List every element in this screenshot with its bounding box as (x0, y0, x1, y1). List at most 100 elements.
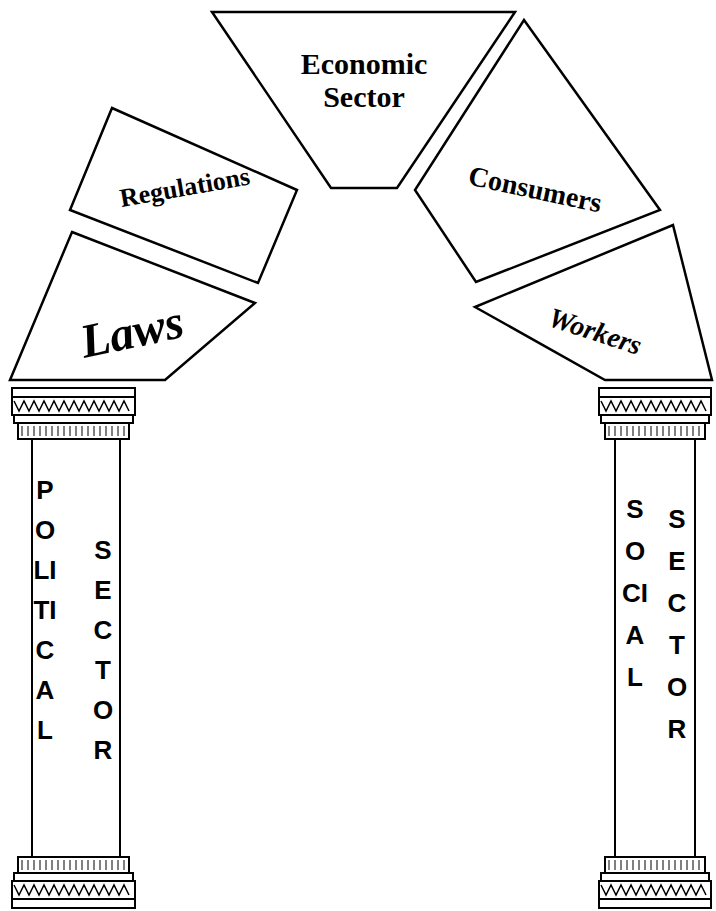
pillar-ornament (34, 860, 35, 870)
pillar-ornament (46, 426, 47, 436)
pillar-band (599, 397, 711, 415)
pillar-band (12, 397, 135, 415)
pillar: SOCIAL SECTOR (597, 388, 713, 908)
pillar-ornament (621, 860, 622, 870)
pillar-ornament (14, 885, 129, 895)
pillar-ornament (675, 860, 676, 870)
pillar-band (601, 415, 709, 423)
pillar-band (12, 388, 135, 397)
pillar-ornament (94, 860, 95, 870)
pillar-ornament (118, 860, 119, 870)
pillar-ornament (88, 860, 89, 870)
pillar-ornament (82, 860, 83, 870)
pillar-drawing (10, 388, 137, 908)
pillar-ornament (669, 426, 670, 436)
pillar-ornament (651, 860, 652, 870)
pillar-ornament (76, 426, 77, 436)
pillar-ornament (106, 426, 107, 436)
pillar-band (12, 899, 135, 908)
stone-outline (10, 232, 255, 380)
arch-block: Workers (475, 225, 712, 380)
pillar-ornament (639, 860, 640, 870)
pillar-ornament (621, 426, 622, 436)
pillar-label: SOCIAL (622, 488, 648, 698)
pillar-ornament (675, 426, 676, 436)
pillar-ornament (64, 860, 65, 870)
pillar-ornament (14, 401, 129, 411)
pillar-ornament (693, 860, 694, 870)
pillar-ornament (669, 860, 670, 870)
pillar-ornament (615, 426, 616, 436)
pillar-band (14, 873, 133, 881)
pillar-label: SECTOR (664, 498, 690, 750)
pillar-ornament (663, 426, 664, 436)
pillar-band (601, 873, 709, 881)
pillar: POLITICAL SECTOR (10, 388, 137, 908)
pillar-ornament (663, 860, 664, 870)
pillar-ornament (118, 426, 119, 436)
pillar-ornament (633, 860, 634, 870)
arch-block: Laws (10, 232, 255, 380)
pillar-ornament (657, 860, 658, 870)
pillar-ornament (70, 860, 71, 870)
pillar-ornament (627, 426, 628, 436)
pillar-ornament (639, 426, 640, 436)
pillar-ornament (40, 426, 41, 436)
pillar-ornament (601, 401, 706, 411)
pillar-band (14, 415, 133, 423)
stone-outline (475, 225, 712, 380)
arch-stone (415, 20, 660, 282)
pillar-band (599, 881, 711, 899)
stone-outline (415, 20, 660, 282)
pillar-band (599, 388, 711, 397)
pillar-band (12, 881, 135, 899)
pillar-ornament (100, 860, 101, 870)
pillar-ornament (615, 860, 616, 870)
pillar-drawing (597, 388, 713, 908)
pillar-shaft (615, 439, 695, 857)
arch-stone (475, 225, 712, 380)
pillar-band (599, 899, 711, 908)
pillar-ornament (609, 860, 610, 870)
pillar-ornament (112, 860, 113, 870)
pillar-ornament (106, 860, 107, 870)
pillar-ornament (76, 860, 77, 870)
pillar-ornament (627, 860, 628, 870)
pillar-ornament (82, 426, 83, 436)
pillar-ornament (28, 426, 29, 436)
pillar-ornament (52, 860, 53, 870)
pillar-label: SECTOR (90, 530, 116, 770)
pillar-ornament (681, 426, 682, 436)
pillar-ornament (46, 860, 47, 870)
pillar-band (605, 423, 705, 439)
pillar-ornament (64, 426, 65, 436)
pillar-ornament (88, 426, 89, 436)
pillar-ornament (657, 426, 658, 436)
pillar-ornament (124, 426, 125, 436)
pillar-ornament (645, 426, 646, 436)
pillar-ornament (681, 860, 682, 870)
pillar-ornament (40, 860, 41, 870)
pillar-ornament (651, 426, 652, 436)
pillar-ornament (94, 426, 95, 436)
pillar-ornament (22, 426, 23, 436)
pillar-outline (12, 388, 135, 908)
pillar-band (605, 857, 705, 873)
pillar-ornament (693, 426, 694, 436)
pillar-ornament (58, 426, 59, 436)
pillar-ornament (699, 860, 700, 870)
pillar-ornament (609, 426, 610, 436)
pillar-ornament (28, 860, 29, 870)
pillar-ornament (52, 426, 53, 436)
pillar-ornament (34, 426, 35, 436)
pillar-band (18, 857, 129, 873)
pillar-ornament (70, 426, 71, 436)
pillar-ornament (645, 860, 646, 870)
pillar-label: POLITICAL (32, 470, 58, 750)
pillar-band (18, 423, 129, 439)
pillar-ornament (601, 885, 706, 895)
arch-block: Consumers (415, 20, 660, 282)
pillar-ornament (124, 860, 125, 870)
pillar-ornament (58, 860, 59, 870)
